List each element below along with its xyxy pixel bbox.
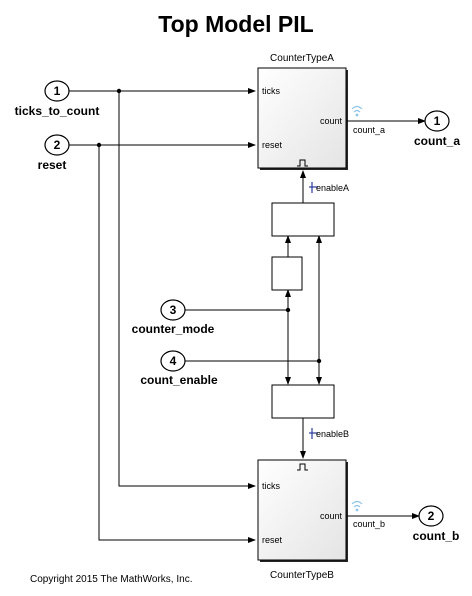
trigger-icon <box>297 159 308 167</box>
counter-type-b-block[interactable]: CounterTypeB ticks reset count <box>257 459 348 581</box>
enable-port-b: enableB <box>309 428 349 439</box>
enable-label-a: enableA <box>316 183 349 193</box>
port-label-ticks: ticks <box>262 481 281 491</box>
block-name: CounterTypeB <box>270 570 334 581</box>
inport-count-enable[interactable]: 4 count_enable <box>140 350 218 387</box>
inport-label: ticks_to_count <box>15 104 100 118</box>
outport-number: 1 <box>434 114 441 128</box>
logic-block-upper[interactable] <box>271 202 335 237</box>
port-label-reset: reset <box>262 535 283 545</box>
inport-number: 3 <box>170 303 177 317</box>
wire-reset-b[interactable] <box>98 145 256 543</box>
logic-block-lower[interactable] <box>271 384 335 419</box>
enable-label-b: enableB <box>316 429 349 439</box>
signal-label-count-a: count_a <box>353 125 385 135</box>
inport-number: 4 <box>170 354 177 368</box>
inport-reset[interactable]: 2 reset <box>38 134 70 172</box>
inport-number: 1 <box>54 84 61 98</box>
outport-count-b[interactable]: 2 count_b <box>413 505 460 543</box>
block-name: CounterTypeA <box>270 53 334 64</box>
port-label-reset: reset <box>262 140 283 150</box>
port-label-count: count <box>320 116 343 126</box>
branch-point <box>96 142 102 148</box>
trigger-icon <box>297 463 308 471</box>
port-label-count: count <box>320 511 343 521</box>
signal-label-count-b: count_b <box>353 519 385 529</box>
signal-logging-icon <box>351 105 363 117</box>
wire-ticks-b[interactable] <box>118 91 256 489</box>
inport-label: reset <box>38 158 67 172</box>
outport-label: count_b <box>413 529 460 543</box>
port-label-ticks: ticks <box>262 86 281 96</box>
enable-port-a: enableA <box>309 182 349 193</box>
copyright-text: Copyright 2015 The MathWorks, Inc. <box>30 574 193 585</box>
branch-point <box>116 88 122 94</box>
inport-counter-mode[interactable]: 3 counter_mode <box>132 299 215 336</box>
signal-logging-icon <box>351 500 363 512</box>
page-title: Top Model PIL <box>158 11 313 37</box>
not-block[interactable] <box>271 256 303 291</box>
inport-number: 2 <box>54 138 61 152</box>
inport-label: count_enable <box>140 373 218 387</box>
outport-count-a[interactable]: 1 count_a <box>414 110 460 148</box>
inport-label: counter_mode <box>132 322 215 336</box>
counter-type-a-block[interactable]: CounterTypeA ticks reset count <box>257 53 348 170</box>
outport-label: count_a <box>414 134 460 148</box>
signal-lines <box>69 88 426 543</box>
inport-ticks-to-count[interactable]: 1 ticks_to_count <box>15 80 100 118</box>
outport-number: 2 <box>428 509 435 523</box>
